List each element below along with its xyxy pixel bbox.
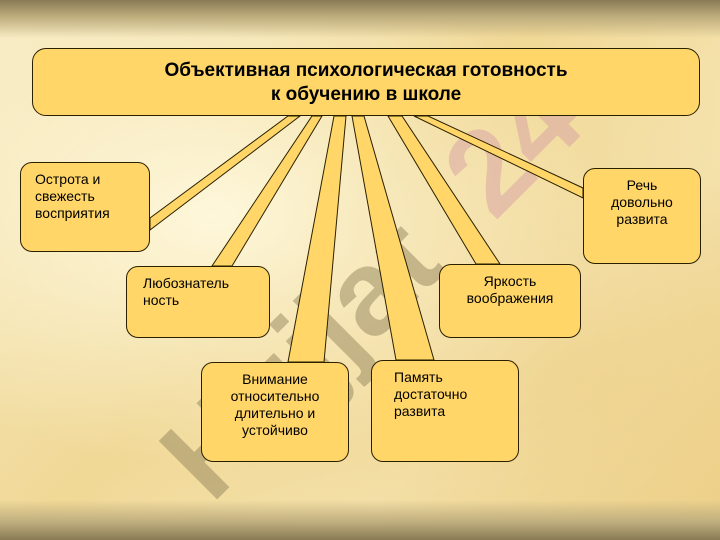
- top-band: [0, 0, 720, 38]
- node-vnim: Внимание относительно длительно и устойч…: [201, 362, 349, 462]
- diagram-title-box: Объективная психологическая готовность к…: [32, 48, 700, 116]
- node-lyubo: Любознатель ность: [126, 266, 270, 338]
- connector-ostrota: [149, 115, 302, 232]
- node-pamyat: Память достаточно развита: [371, 360, 519, 462]
- node-rech: Речь довольно развита: [583, 168, 701, 264]
- node-yarkost: Яркость воображения: [439, 264, 581, 338]
- bottom-band: [0, 500, 720, 540]
- node-ostrota: Острота и свежесть восприятия: [20, 162, 150, 252]
